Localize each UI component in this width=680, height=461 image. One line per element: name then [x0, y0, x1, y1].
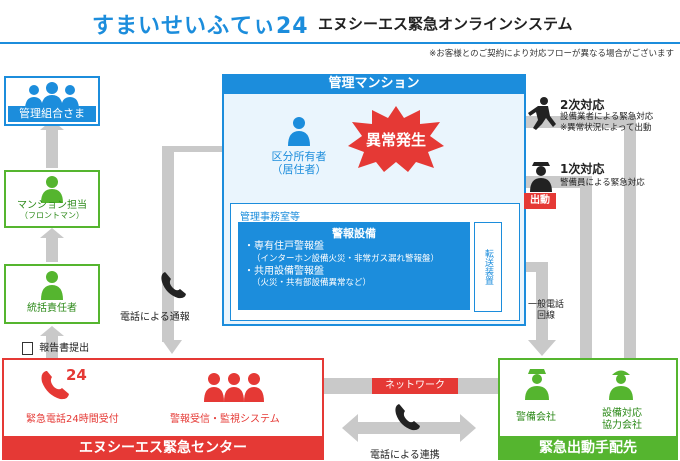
- center-title: エヌシーエス緊急センター: [2, 436, 324, 460]
- security-company-label: 警備会社: [516, 412, 556, 423]
- emergency-24-label: 24: [66, 366, 87, 384]
- report-submit: 報告書提出: [22, 339, 89, 355]
- alarm-item-common-sub: （火災・共有部設備異常など）: [252, 278, 372, 289]
- abnormal-burst: [348, 106, 444, 172]
- arrow-center-to-supervisor: [40, 326, 64, 358]
- union-label: 管理組合さま: [8, 106, 96, 122]
- alarm-item-private: ・専有住戸警報盤: [244, 241, 324, 252]
- facility-company-label: 設備対応 協力会社: [602, 408, 642, 431]
- resident-icon: [288, 117, 310, 146]
- dispatch-badge: 出動: [524, 193, 556, 209]
- worker-running-icon: [528, 97, 556, 130]
- brand-title: すまいせいふてぃ24: [92, 14, 309, 39]
- arrow-supervisor-to-manager: [40, 228, 64, 262]
- phone-report-label: 電話による通報: [120, 312, 190, 323]
- alarm-list: ・専有住戸警報盤 （インターホン設備火災・非常ガス漏れ警報盤） ・共用設備警報盤…: [244, 240, 439, 290]
- header-divider: [0, 42, 680, 44]
- office-title: 管理事務室等: [240, 212, 300, 223]
- mansion-title: 管理マンション: [222, 74, 526, 94]
- contract-note: ※お客様とのご契約により対応フローが異なる場合がございます: [429, 49, 674, 59]
- second-response-title: 2次対応: [560, 98, 605, 112]
- arrow-facility-up: [624, 116, 636, 360]
- union-box: 管理組合さま: [4, 76, 100, 126]
- operators-group-icon: [204, 373, 264, 402]
- dispatch-title: 緊急出動手配先: [498, 436, 678, 460]
- second-response-desc: 設備業者による緊急対応 ※異常状況によって出動: [560, 112, 654, 133]
- arrow-manager-to-union: [40, 120, 64, 168]
- person-icon: [41, 176, 63, 203]
- phone-line-label: 一般電話 回線: [528, 300, 565, 321]
- owner-label: 区分所有者 （居住者）: [271, 150, 327, 177]
- arrow-security-up: [580, 176, 592, 360]
- first-response-title: 1次対応: [560, 162, 605, 176]
- first-response-desc: 警備員による緊急対応: [560, 178, 645, 188]
- transfer-device: 転送装置: [474, 222, 502, 312]
- alarm-item-common: ・共用設備警報盤: [244, 265, 324, 277]
- system-title: エヌシーエス緊急オンラインシステム: [318, 15, 573, 33]
- person-icon: [41, 271, 63, 300]
- manager-label: マンション担当 （フロントマン）: [17, 200, 87, 220]
- arrow-transfer-to-dispatch: [502, 262, 556, 356]
- worker-icon: [609, 370, 633, 400]
- phone-link-label: 電話による連携: [370, 450, 440, 461]
- emergency-call-label: 緊急電話24時間受付: [26, 414, 119, 425]
- guard-icon: [525, 369, 549, 400]
- alarm-item-private-sub: （インターホン設備火災・非常ガス漏れ警報盤）: [252, 253, 440, 264]
- supervisor-label: 統括責任者: [27, 302, 77, 314]
- alarm-title: 警報設備: [332, 227, 376, 240]
- network-label: ネットワーク: [372, 378, 458, 394]
- phone-link-icon: [395, 404, 420, 431]
- supervisor-box: 統括責任者: [4, 264, 100, 324]
- emergency-phone-icon: [41, 371, 69, 400]
- abnormal-label: 異常発生: [365, 131, 426, 149]
- alarm-equipment-box: 警報設備 ・専有住戸警報盤 （インターホン設備火災・非常ガス漏れ警報盤） ・共用…: [238, 222, 470, 310]
- manager-box: マンション担当 （フロントマン）: [4, 170, 100, 228]
- phone-icon: [161, 272, 186, 299]
- guard-icon: [530, 162, 552, 192]
- document-icon: [22, 341, 33, 355]
- monitoring-label: 警報受信・監視システム: [170, 414, 280, 425]
